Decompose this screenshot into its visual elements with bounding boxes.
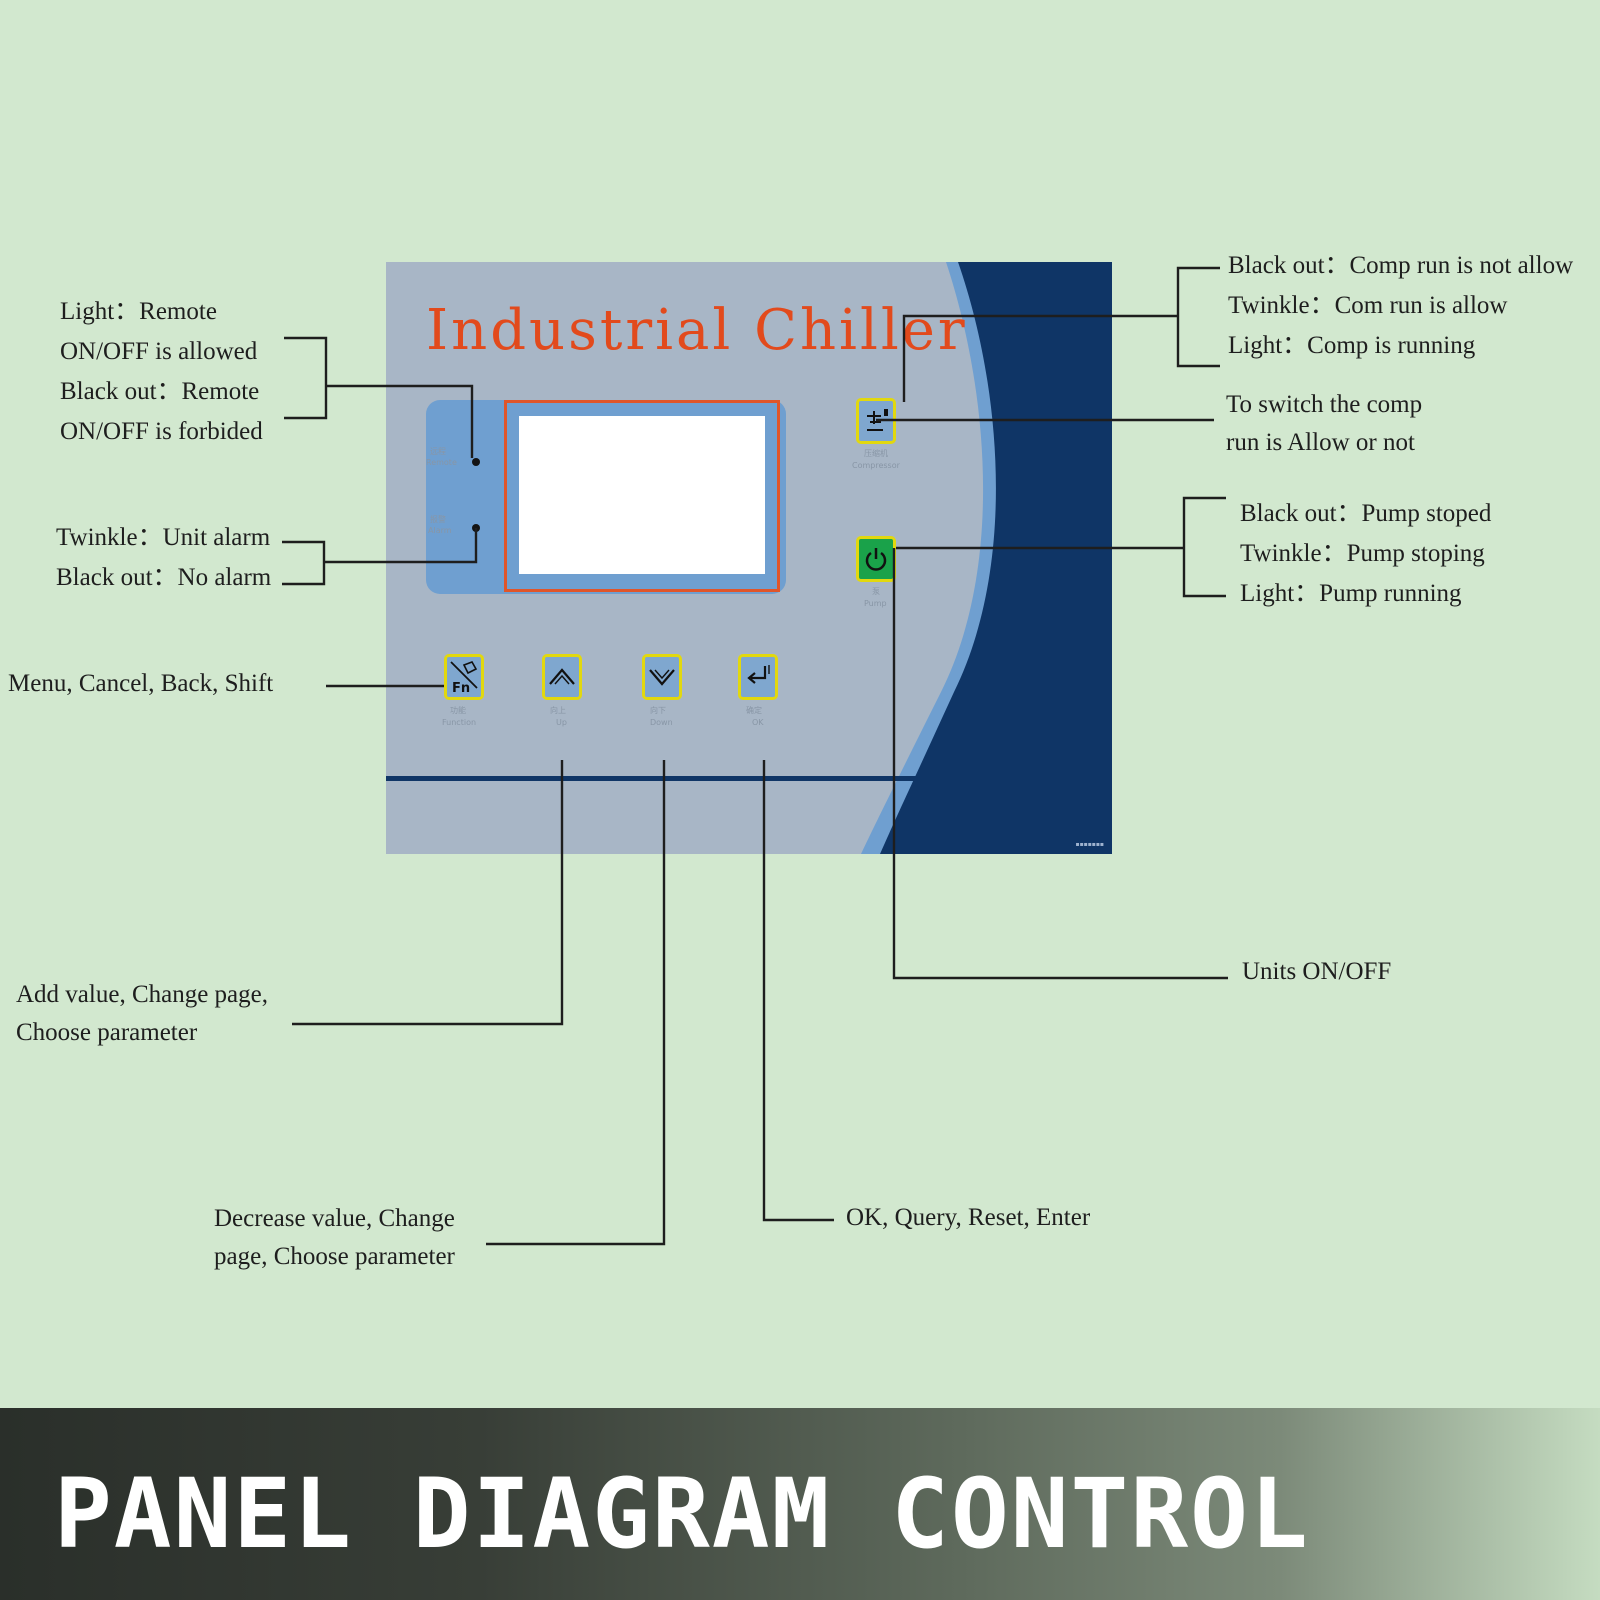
alarm-indicator-en-label: Alarm <box>428 526 452 535</box>
compressor-led-annotation-line: Light：Comp is running <box>1228 332 1476 359</box>
remote-leader <box>326 384 474 458</box>
pump-key-annotation: Units ON/OFF <box>1242 952 1391 992</box>
pump-key-annotation-line: Units ON/OFF <box>1242 958 1392 985</box>
pump-led-bracket <box>1182 496 1226 598</box>
enter-icon <box>747 665 770 684</box>
compressor-cn-label: 压缩机 <box>864 449 888 458</box>
function-icon: Fn <box>450 661 478 695</box>
panel-title: Industrial Chiller <box>426 298 968 363</box>
down-annotation-line: Decrease value, Change <box>214 1205 455 1232</box>
pump-key-leader <box>892 548 1228 980</box>
footer-title: PANEL DIAGRAM CONTROL <box>54 1458 1310 1570</box>
panel-divider-line <box>386 776 1112 781</box>
ok-button[interactable] <box>738 654 778 700</box>
alarm-annotation-line: Black out：No alarm <box>56 564 272 591</box>
function-annotation: Menu, Cancel, Back, Shift <box>8 664 273 704</box>
up-button[interactable] <box>542 654 582 700</box>
remote-annotation-line: ON/OFF is allowed <box>60 338 258 365</box>
compressor-led-annotation-line: Twinkle：Com run is allow <box>1228 292 1508 319</box>
power-icon <box>865 548 887 571</box>
chevron-down-icon <box>649 669 675 686</box>
pump-led-annotation: Black out：Pump stoped Twinkle：Pump stopi… <box>1240 494 1491 614</box>
compressor-key-annotation-line: run is Allow or not <box>1226 429 1415 456</box>
function-en-label: Function <box>442 718 477 727</box>
control-panel: Industrial Chiller 远程 Remote 报警 Alarm 压缩… <box>386 262 1112 854</box>
ok-leader <box>762 760 834 1222</box>
panel-maker-mark: ▪▪▪▪▪▪▪ <box>1075 841 1104 848</box>
pump-led-annotation-line: Twinkle：Pump stoping <box>1240 540 1485 567</box>
function-annotation-line: Menu, Cancel, Back, Shift <box>8 670 274 697</box>
lcd-screen <box>519 416 765 574</box>
compressor-key-annotation-line: To switch the comp <box>1226 391 1423 418</box>
remote-bracket <box>284 336 328 420</box>
footer-banner: PANEL DIAGRAM CONTROL <box>0 1408 1600 1600</box>
alarm-annotation: Twinkle：Unit alarm Black out：No alarm <box>56 518 271 598</box>
up-cn-label: 向上 <box>550 706 566 715</box>
alarm-annotation-line: Twinkle：Unit alarm <box>56 524 271 551</box>
remote-annotation-line: ON/OFF is forbided <box>60 418 263 445</box>
compressor-led-bracket <box>1176 266 1220 368</box>
remote-indicator-cn-label: 远程 <box>430 447 446 456</box>
pump-cn-label: 泵 <box>872 587 880 596</box>
ok-annotation: OK, Query, Reset, Enter <box>846 1198 1090 1238</box>
up-en-label: Up <box>556 718 567 727</box>
compressor-icon <box>867 409 888 431</box>
ok-cn-label: 确定 <box>746 706 762 715</box>
ok-en-label: OK <box>752 718 764 727</box>
function-cn-label: 功能 <box>450 706 466 715</box>
ok-annotation-line: OK, Query, Reset, Enter <box>846 1204 1091 1231</box>
down-annotation: Decrease value, Change page, Choose para… <box>214 1200 455 1276</box>
down-button[interactable] <box>642 654 682 700</box>
remote-led <box>472 458 480 466</box>
function-glyph: Fn <box>452 681 470 695</box>
alarm-indicator-cn-label: 报警 <box>430 515 446 524</box>
up-annotation-line: Add value, Change page, <box>16 981 269 1008</box>
chevron-up-icon <box>549 668 575 685</box>
compressor-key-annotation: To switch the comp run is Allow or not <box>1226 386 1422 462</box>
panel-swoosh-graphic <box>861 262 1112 854</box>
compressor-led-annotation: Black out：Comp run is not allow Twinkle：… <box>1228 246 1573 366</box>
compressor-led-leader <box>902 314 1178 402</box>
alarm-bracket <box>282 540 326 586</box>
remote-annotation-line: Light：Remote <box>60 298 217 325</box>
up-leader <box>292 760 564 1026</box>
compressor-led-annotation-line: Black out：Comp run is not allow <box>1228 252 1574 279</box>
up-annotation: Add value, Change page, Choose parameter <box>16 976 268 1052</box>
lcd-display <box>504 400 780 592</box>
pump-led-annotation-line: Light：Pump running <box>1240 580 1462 607</box>
pump-en-label: Pump <box>864 599 887 608</box>
compressor-en-label: Compressor <box>852 461 900 470</box>
down-cn-label: 向下 <box>650 706 666 715</box>
down-en-label: Down <box>650 718 673 727</box>
up-annotation-line: Choose parameter <box>16 1019 198 1046</box>
down-annotation-line: page, Choose parameter <box>214 1243 455 1270</box>
remote-indicator-en-label: Remote <box>426 458 457 467</box>
remote-annotation-line: Black out：Remote <box>60 378 260 405</box>
pump-led-annotation-line: Black out：Pump stoped <box>1240 500 1492 527</box>
alarm-leader <box>324 528 478 564</box>
down-leader <box>486 760 666 1246</box>
remote-annotation: Light：Remote ON/OFF is allowed Black out… <box>60 292 263 452</box>
function-button[interactable]: Fn <box>444 654 484 700</box>
